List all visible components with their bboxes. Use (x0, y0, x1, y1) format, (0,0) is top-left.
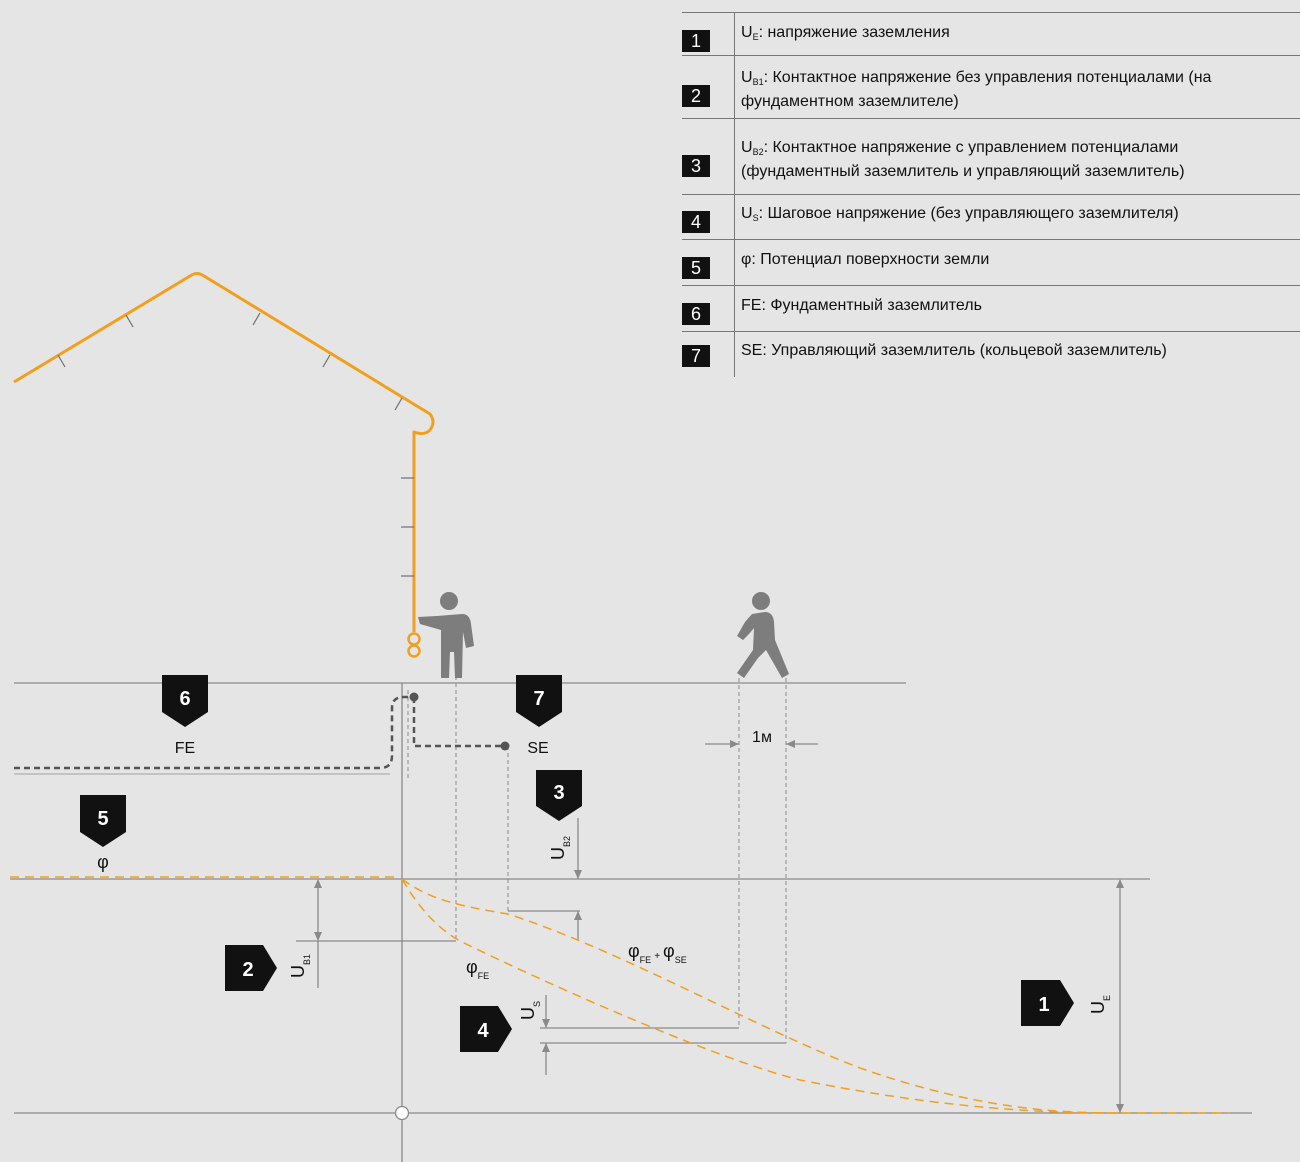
legend-text: SE: Управляющий заземлитель (кольцевой з… (741, 342, 1167, 359)
roof-ticks (57, 312, 414, 577)
se-label: SE (527, 740, 548, 757)
us-label: US (518, 1001, 542, 1020)
badge-3: 3 (536, 770, 582, 821)
legend-number: 4 (682, 211, 710, 233)
legend-table: 1 UE: напряжение заземления 2 UB1: Конта… (682, 12, 1300, 377)
svg-text:7: 7 (533, 688, 544, 710)
legend-number: 7 (682, 345, 710, 367)
person-touching-icon (418, 592, 474, 678)
badge-7: 7 (516, 675, 562, 727)
badge-5: 5 (80, 795, 126, 847)
one-meter-label: 1м (752, 729, 772, 746)
potential-curves (10, 876, 1230, 1114)
svg-text:1: 1 (1038, 994, 1049, 1016)
person-walking-icon (737, 592, 789, 678)
drop-lines (407, 676, 787, 1043)
legend-row: 5 φ: Потенциал поверхности земли (682, 240, 1300, 286)
legend-row: 3 UB2: Контактное напряжение с управлени… (682, 119, 1300, 195)
ub2-label: UB2 (548, 836, 572, 860)
ring-earth-electrode (412, 697, 505, 748)
legend-text: FE: Фундаментный заземлитель (741, 297, 982, 314)
svg-text:3: 3 (553, 782, 564, 804)
legend-text: φ: Потенциал поверхности земли (741, 251, 990, 268)
ub1-label: UB1 (288, 954, 312, 978)
legend-row: 1 UE: напряжение заземления (682, 13, 1300, 56)
phi-fe-label: φFE (466, 957, 489, 981)
svg-text:5: 5 (97, 808, 108, 830)
legend-row: 4 US: Шаговое напряжение (без управляюще… (682, 195, 1300, 240)
legend-text: UE: напряжение заземления (741, 24, 950, 42)
legend-text: US: Шаговое напряжение (без управляющего… (741, 205, 1179, 223)
legend-number: 6 (682, 303, 710, 325)
badge-2: 2 (225, 945, 277, 991)
dimension-arrows (314, 740, 1124, 1113)
legend-row: 7 SE: Управляющий заземлитель (кольцевой… (682, 332, 1300, 377)
reference-lines (10, 682, 1252, 1162)
legend-number: 3 (682, 155, 710, 177)
legend-row: 2 UB1: Контактное напряжение без управле… (682, 56, 1300, 119)
test-joint-icon (407, 632, 421, 658)
svg-text:2: 2 (242, 959, 253, 981)
legend-text: UB1: Контактное напряжение без управлени… (741, 69, 1212, 110)
electrode-node (500, 741, 510, 751)
badge-6: 6 (162, 675, 208, 727)
badge-1: 1 (1021, 980, 1074, 1026)
electrode-node (409, 692, 419, 702)
fe-label: FE (175, 740, 195, 757)
house-outline (13, 272, 435, 632)
legend-number: 1 (682, 30, 710, 52)
svg-text:4: 4 (477, 1020, 489, 1042)
phi-fe-se-label: φFE+φSE (628, 941, 687, 965)
ue-label: UE (1088, 995, 1112, 1014)
svg-text:6: 6 (179, 688, 190, 710)
legend-number: 5 (682, 257, 710, 279)
origin-node (394, 1105, 410, 1121)
phi-label: φ (97, 852, 109, 872)
foundation-earth-electrode (14, 695, 414, 770)
legend-number: 2 (682, 85, 710, 107)
legend-row: 6 FE: Фундаментный заземлитель (682, 286, 1300, 332)
legend-text: UB2: Контактное напряжение с управлением… (741, 139, 1185, 180)
badge-4: 4 (460, 1006, 512, 1052)
